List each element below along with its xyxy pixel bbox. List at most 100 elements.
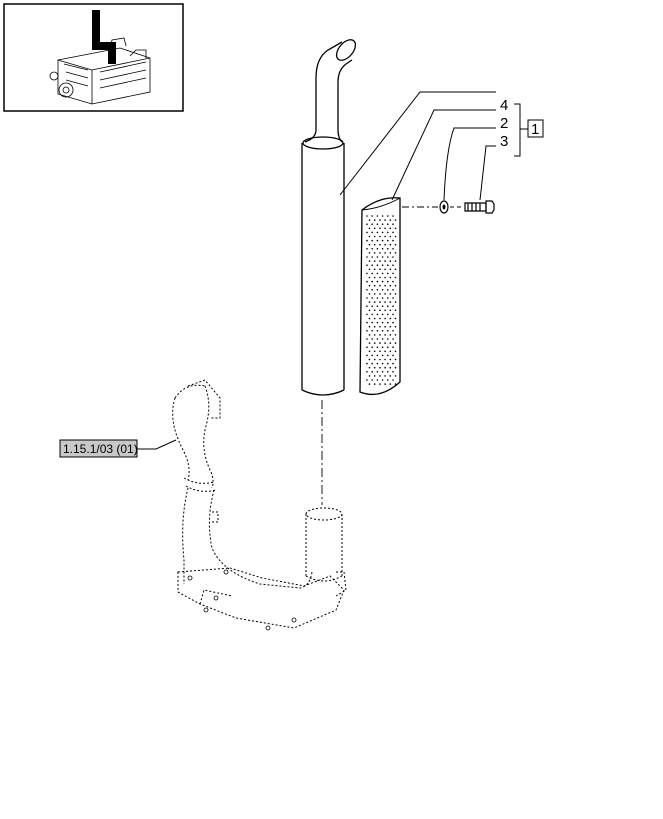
perforation-dot [368,268,371,271]
perforation-dot [392,215,394,217]
perforation-dot [373,284,376,287]
perforation-dot [384,358,386,361]
perforation-dot [392,338,394,340]
perforation-dot [379,358,381,361]
perforation-dot [387,215,389,217]
perforation-dot [392,239,394,242]
perforation-dot [379,235,381,238]
perforation-dot [392,272,394,275]
perforation-dot [376,321,379,324]
perforation-dot [368,227,371,230]
perforation-dot [371,256,374,258]
perforation-dot [381,231,384,234]
perforation-dot [376,289,379,291]
perforation-dot [366,346,368,349]
washer-part [439,200,449,214]
perforation-dot [368,301,371,303]
perforation-dot [387,346,389,349]
perforation-dot [366,231,368,234]
perforation-dot [392,248,394,250]
perforation-dot [379,375,381,377]
perforation-dot [384,317,386,320]
perforation-dot [371,272,374,275]
perforation-dot [379,309,381,312]
perforation-dot [387,239,389,242]
perforation-dot [392,289,394,291]
perforation-dot [373,350,376,353]
perforation-dot [389,227,392,230]
perforation-dot [384,375,386,377]
perforation-dot [394,309,397,312]
perforation-dot [387,313,389,316]
perforation-dot [368,276,371,279]
reference-label-box[interactable]: 1.15.1/03 (01) [59,439,138,458]
perforation-dot [389,219,392,221]
perforation-dot [389,375,392,377]
perforation-dot [381,280,384,283]
perforation-dot [373,334,376,336]
perforation-dot [387,297,389,299]
perforation-dot [389,268,392,271]
perforation-dot [368,317,371,320]
perforation-dot [371,223,374,225]
perforation-dot [381,321,384,324]
perforation-dot [394,268,397,271]
perforation-dot [379,219,381,221]
perforation-dot [373,243,376,246]
perforation-dot [373,366,376,369]
perforation-dot [366,215,368,217]
perforation-dot [379,227,381,230]
perforation-dot [376,346,379,349]
perforation-dot [371,354,374,357]
perforation-dot [381,256,384,258]
perforation-dot [379,383,381,385]
perforation-dot [373,260,376,262]
perforation-dot [376,297,379,299]
perforation-dot [381,248,384,250]
perforation-dot [387,256,389,258]
perforation-dot [376,223,379,225]
perforation-dot [368,325,371,328]
perforation-dot [384,366,386,369]
perforation-dot [366,280,368,283]
perforation-dot [373,276,376,279]
perforation-dot [381,313,384,316]
perforation-dot [381,305,384,308]
perforation-dot [394,219,397,221]
perforation-dot [371,239,374,242]
reference-label-text: 1.15.1/03 (01) [63,442,138,456]
perforation-dot [394,334,397,336]
perforation-dot [379,301,381,303]
perforation-dot [376,264,379,267]
perforation-dot [389,366,392,369]
perforation-dot [387,264,389,267]
perforation-dot [387,272,389,275]
perforation-dot [387,248,389,250]
perforation-dot [381,264,384,267]
perforation-dot [389,301,392,303]
perforation-dot [387,289,389,291]
perforation-dot [379,252,381,254]
perforation-dot [394,235,397,238]
perforation-dot [384,383,386,385]
perforation-dot [384,284,386,287]
perforation-dot [366,256,368,258]
perforation-dot [376,215,379,217]
perforation-dot [389,284,392,287]
perforation-dot [366,289,368,291]
perforation-dot [387,280,389,283]
perforation-dot [371,321,374,324]
perforation-dot [368,293,371,295]
perforation-dot [373,227,376,230]
perforation-dot [389,235,392,238]
manifold-outlet-stub [305,507,343,582]
perforation-dot [376,379,379,381]
perforation-dot [387,321,389,324]
perforation-dot [368,243,371,246]
perforation-dot [366,305,368,308]
perforation-dot [381,330,384,332]
perforation-dot [384,309,386,312]
perforation-dot [387,362,389,365]
highlighted-exhaust-icon [92,10,116,64]
perforation-dot [368,309,371,312]
